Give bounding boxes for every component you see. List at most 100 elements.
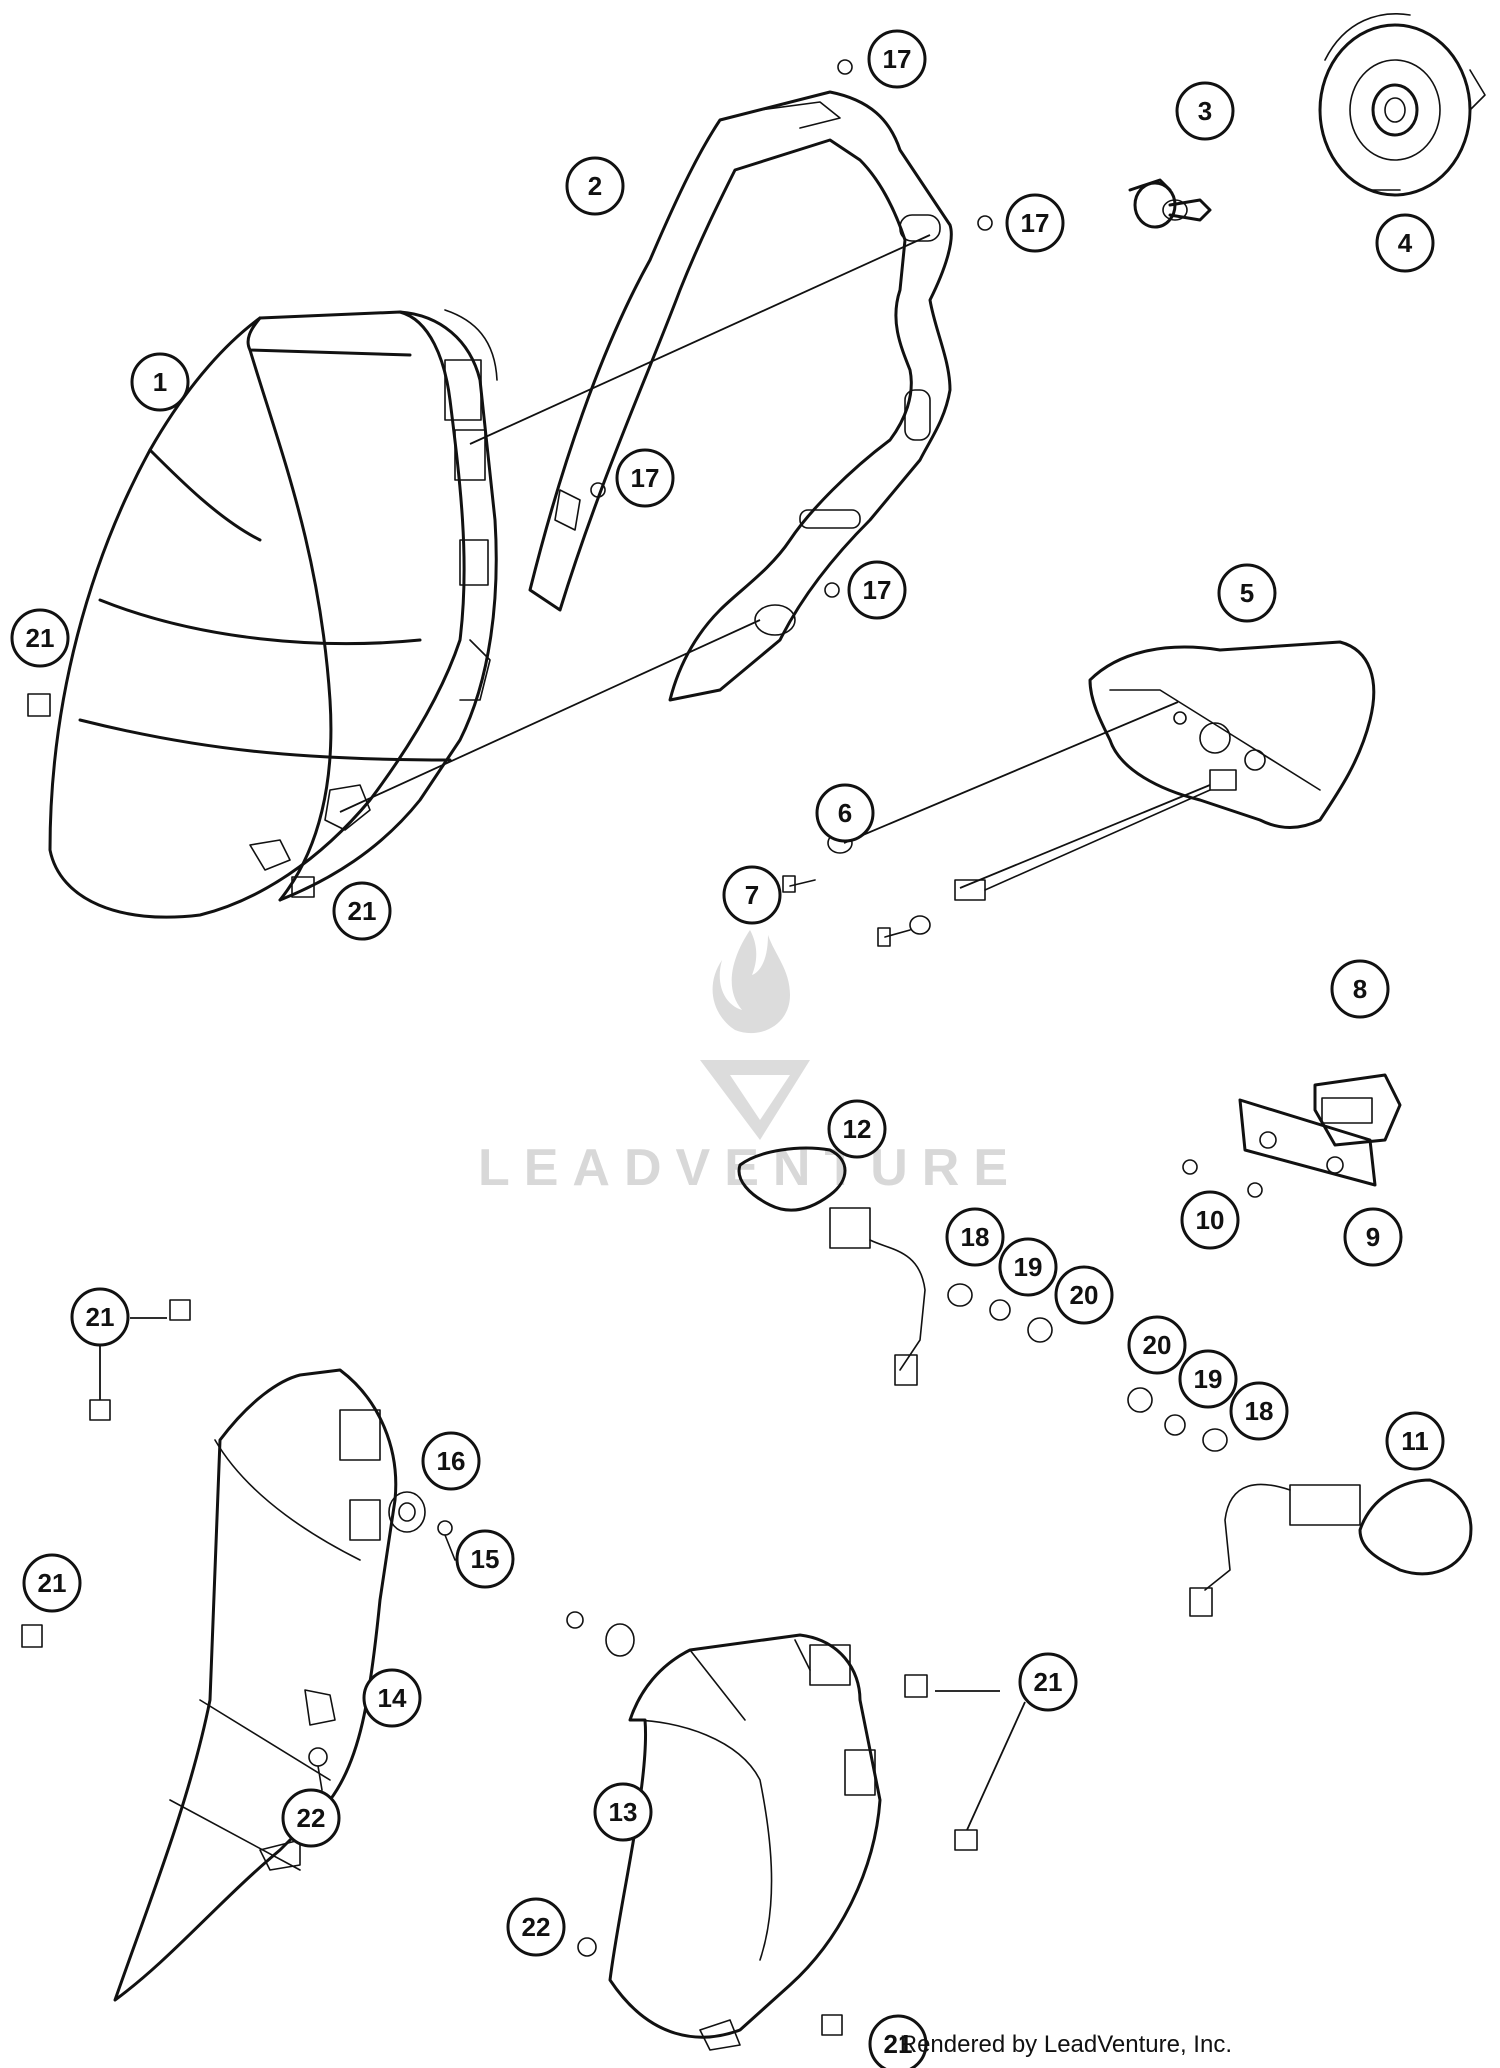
callout-circle [1180, 1190, 1240, 1250]
bulb-cover-cap [1318, 13, 1486, 197]
callout-label: 11 [1401, 1426, 1429, 1456]
side-fairing-13 [608, 1633, 882, 2051]
callout-circle [22, 1553, 82, 1613]
washer-18b [1202, 1428, 1228, 1452]
screw-22b [577, 1937, 597, 1957]
callout-10: 10 [1180, 1190, 1240, 1250]
callout-7: 7 [722, 865, 782, 925]
callout-2: 2 [565, 156, 625, 216]
callout-label: 19 [1194, 1364, 1223, 1394]
callout-circle [1005, 193, 1065, 253]
callout-circle [565, 156, 625, 216]
callout-circle [332, 881, 392, 941]
screw-17d [824, 582, 840, 598]
clip-21e1 [904, 1674, 928, 1698]
nut-20b [1127, 1387, 1153, 1413]
callout-label: 2 [588, 171, 602, 201]
callout-21: 21 [1018, 1652, 1078, 1712]
callout-circle [1229, 1381, 1289, 1441]
washer-18a [947, 1283, 973, 1307]
callout-circle [1343, 1207, 1403, 1267]
callout-16: 16 [421, 1431, 481, 1491]
callout-circle [506, 1897, 566, 1957]
license-light-housing [1313, 1073, 1402, 1147]
callout-label: 17 [863, 575, 892, 605]
callout-21: 21 [10, 608, 70, 668]
screw-17a [837, 59, 853, 75]
watermark: LEADVENTURE [478, 930, 1008, 1197]
callout-label: 22 [522, 1912, 551, 1942]
callout-label: 21 [884, 2029, 913, 2059]
watermark-v-icon [700, 1060, 810, 1140]
callout-circle [455, 1529, 515, 1589]
callout-14: 14 [362, 1668, 422, 1728]
callout-label: 21 [38, 1568, 67, 1598]
callout-label: 9 [1366, 1222, 1380, 1252]
footer-credit: Rendered by LeadVenture, Inc. [899, 2031, 1232, 2058]
screw-13-top [566, 1611, 584, 1629]
callout-8: 8 [1330, 959, 1390, 1019]
callout-circle [10, 608, 70, 668]
callout-9: 9 [1343, 1207, 1403, 1267]
callout-label: 8 [1353, 974, 1367, 1004]
callout-18: 18 [1229, 1381, 1289, 1441]
nuts-10 [1182, 1159, 1263, 1198]
callout-circle [1178, 1349, 1238, 1409]
callout-19: 19 [998, 1237, 1058, 1297]
callout-circle [1054, 1265, 1114, 1325]
callout-18: 18 [945, 1207, 1005, 1267]
nut-20a [1027, 1317, 1053, 1343]
callout-3: 3 [1175, 81, 1235, 141]
callout-circle [593, 1782, 653, 1842]
callout-label: 18 [1245, 1396, 1274, 1426]
callout-19: 19 [1178, 1349, 1238, 1409]
callout-circle [998, 1237, 1058, 1297]
callout-13: 13 [593, 1782, 653, 1842]
callout-circle [70, 1287, 130, 1347]
callout-label: 20 [1070, 1280, 1099, 1310]
clip-21d [21, 1624, 43, 1648]
callout-6: 6 [815, 783, 875, 843]
clip-21c2 [89, 1399, 111, 1421]
callout-circle [815, 783, 875, 843]
callout-21: 21 [868, 2014, 928, 2068]
callout-17: 17 [1005, 193, 1065, 253]
callout-label: 16 [437, 1446, 466, 1476]
screw-17b [977, 215, 993, 231]
callout-label: 21 [86, 1302, 115, 1332]
callout-15: 15 [455, 1529, 515, 1589]
callout-circle [722, 865, 782, 925]
callout-circle [1385, 1411, 1445, 1471]
callout-circle [362, 1668, 422, 1728]
screw-washer-lower [877, 915, 931, 947]
callout-20: 20 [1127, 1315, 1187, 1375]
callout-label: 22 [297, 1803, 326, 1833]
callout-label: 19 [1014, 1252, 1043, 1282]
callout-label: 21 [348, 896, 377, 926]
side-fairing-14 [113, 1368, 398, 2002]
turn-signal-12 [737, 1146, 926, 1386]
grommet-16 [388, 1491, 426, 1533]
grommet-13-top [605, 1623, 635, 1657]
callout-label: 5 [1240, 578, 1254, 608]
callout-circle [1375, 213, 1435, 273]
washer-19a [989, 1299, 1011, 1321]
tail-light-connector [954, 789, 1211, 901]
clip-21b [291, 876, 315, 898]
callout-label: 6 [838, 798, 852, 828]
callout-label: 14 [378, 1683, 407, 1713]
callout-circle [281, 1788, 341, 1848]
callout-11: 11 [1385, 1411, 1445, 1471]
callout-circle [1330, 959, 1390, 1019]
clip-21c1 [169, 1299, 191, 1321]
callout-label: 4 [1398, 228, 1413, 258]
callout-21: 21 [70, 1287, 130, 1347]
watermark-flame-icon [712, 930, 790, 1034]
headlight-housing [48, 309, 498, 919]
callout-label: 21 [1034, 1667, 1063, 1697]
callout-17: 17 [615, 448, 675, 508]
callout-label: 15 [471, 1544, 500, 1574]
headlight-bulb [1128, 178, 1212, 229]
screw-15 [437, 1520, 456, 1561]
callout-21: 21 [22, 1553, 82, 1613]
